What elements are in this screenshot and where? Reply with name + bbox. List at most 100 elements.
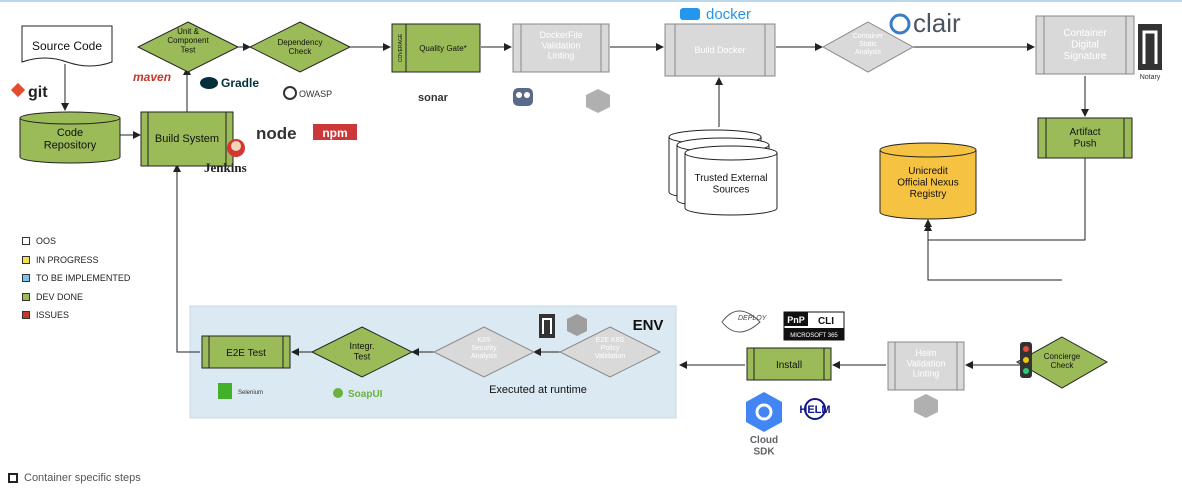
code-repository-node (19, 111, 121, 164)
helm-validation-node (887, 341, 965, 391)
k8s-security-node (432, 326, 536, 378)
legend-label: ISSUES (36, 310, 70, 321)
deploy-icon: DEPLOY (721, 310, 768, 333)
legend-swatch (22, 255, 30, 264)
legend-swatch (22, 311, 30, 320)
svg-text:DEPLOY: DEPLOY (738, 315, 768, 322)
selenium-icon: Selenium (218, 383, 263, 399)
nexus-registry-node (879, 142, 977, 220)
svg-text:SoapUI: SoapUI (348, 389, 383, 400)
helm-lint-shield-icon (914, 394, 938, 418)
legend-label: IN PROGRESS (36, 254, 99, 265)
jenkins-icon: Jenkins (204, 139, 247, 175)
quality-gate-node (405, 23, 481, 73)
source-code-node (21, 25, 113, 67)
build-system-node (140, 111, 234, 167)
svg-text:OWASP: OWASP (299, 89, 332, 99)
sonar-icon: sonar (418, 92, 449, 104)
artifact-push-node (1037, 117, 1133, 159)
legend-label: OOS (36, 236, 57, 247)
opa-icon (567, 314, 587, 336)
container-step-swatch (8, 473, 18, 483)
owasp-icon: OWASP (283, 86, 332, 100)
svg-text:PnP: PnP (787, 315, 805, 325)
footer-label: Container specific steps (24, 472, 141, 484)
gradle-icon: Gradle (200, 76, 259, 90)
legend-item: OOS (22, 232, 130, 251)
integr-test-label: Integr.Test (349, 341, 374, 361)
legend-item: DEV DONE (22, 288, 130, 307)
container-signature-node (1035, 15, 1135, 75)
source-code-label: Source Code (32, 39, 102, 53)
legend-item: IN PROGRESS (22, 251, 130, 270)
svg-text:CLI: CLI (818, 316, 834, 327)
svg-text:Jenkins: Jenkins (204, 160, 247, 175)
svg-text:MICROSOFT 365: MICROSOFT 365 (790, 333, 838, 339)
executed-runtime-label: Executed at runtime (489, 384, 587, 396)
legend-item: TO BE IMPLEMENTED (22, 269, 130, 288)
e2e-test-node (201, 335, 291, 369)
legend-swatch (22, 292, 30, 301)
edge-e2e-build (173, 164, 200, 353)
svg-text:docker: docker (706, 6, 751, 23)
build-docker-node (664, 23, 776, 77)
git-icon: git (10, 82, 48, 101)
footer-note: Container specific steps (8, 472, 141, 484)
svg-text:git: git (28, 84, 48, 101)
legend-swatch (22, 274, 30, 283)
container-static-analysis-node (821, 21, 915, 73)
soapui-icon: SoapUI (333, 388, 383, 400)
docker-icon: docker (680, 6, 751, 23)
clair-icon: clair (889, 8, 961, 38)
install-label: Install (776, 360, 802, 371)
legend-label: TO BE IMPLEMENTED (36, 273, 131, 284)
hadolint-icon (513, 88, 533, 106)
shield-icon (586, 89, 610, 113)
node-icon: node (256, 124, 297, 143)
install-node (746, 347, 832, 381)
integr-test-node (310, 326, 414, 378)
unit-test-node (136, 21, 240, 73)
build-docker-label: Build Docker (694, 45, 745, 55)
policy-validation-node (558, 326, 662, 378)
helm-icon: HELM (799, 398, 831, 420)
notary-icon: Notary (1138, 24, 1162, 81)
maven-icon: maven (133, 70, 171, 84)
legend-swatch (22, 237, 30, 246)
e2e-test-label: E2E Test (226, 348, 266, 359)
notary-env-icon (539, 314, 555, 338)
svg-text:clair: clair (913, 8, 961, 38)
edge-concierge-nexus (924, 223, 1062, 281)
pnp-cli-icon: PnP CLI MICROSOFT 365 (783, 311, 845, 341)
traffic-light-icon (1020, 342, 1032, 378)
env-label: ENV (633, 317, 664, 334)
coverage-label: COVERAGE (398, 33, 404, 62)
dependency-check-node (248, 21, 352, 73)
svg-text:npm: npm (322, 126, 347, 140)
trusted-sources-node (668, 129, 778, 216)
svg-text:Notary: Notary (1140, 74, 1161, 81)
quality-gate-label: Quality Gate* (419, 44, 467, 53)
legend-label: DEV DONE (36, 291, 84, 302)
legend-item: ISSUES (22, 306, 130, 325)
svg-text:Gradle: Gradle (221, 76, 259, 90)
svg-text:Selenium: Selenium (238, 390, 263, 396)
legend: OOS IN PROGRESS TO BE IMPLEMENTED DEV DONE I… (22, 232, 130, 325)
dockerfile-validation-node (512, 23, 610, 73)
npm-icon: npm (313, 124, 357, 140)
